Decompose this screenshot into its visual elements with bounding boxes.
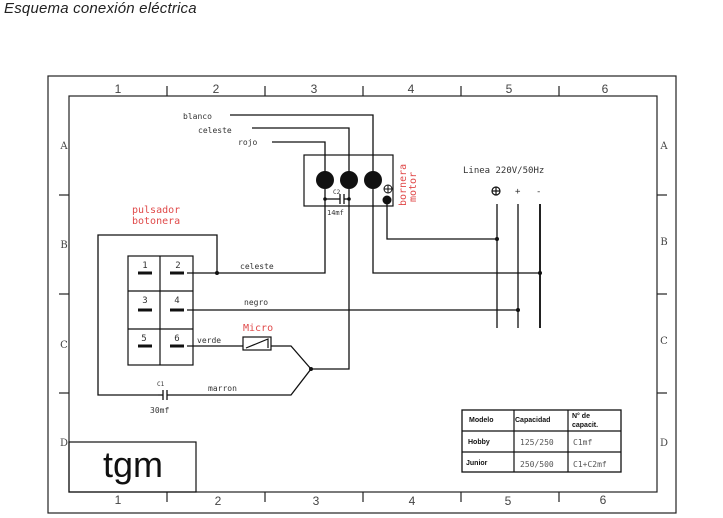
row-label-left-C: C — [60, 340, 68, 351]
terminal-2: 2 — [175, 261, 180, 271]
c2-value: 14mf — [327, 209, 344, 217]
pulsador-label-2: botonera — [132, 216, 180, 227]
col-label-bottom-5: 5 — [505, 494, 512, 508]
micro-switch-icon — [242, 336, 272, 351]
left-row-ticks — [59, 194, 69, 394]
junction-dot — [309, 367, 313, 371]
linea-label: Linea 220V/50Hz — [463, 166, 544, 176]
terminal-icon — [364, 171, 382, 189]
terminal-icon — [316, 171, 334, 189]
row-label-right-D: D — [660, 438, 668, 449]
bornera-ground-icon — [383, 184, 393, 194]
terminal-5: 5 — [141, 334, 146, 344]
linea-ground-icon — [491, 186, 501, 196]
col-label-bottom-1: 1 — [115, 493, 122, 507]
wire-label-celeste-top: celeste — [198, 126, 232, 135]
wire-loop-outer — [97, 234, 218, 396]
terminal-1: 1 — [142, 261, 147, 271]
wire-to-junction — [311, 189, 350, 370]
row-label-left-A: A — [59, 141, 68, 152]
table-header-modelo: Modelo — [469, 417, 494, 424]
botonera-block — [127, 255, 194, 366]
wire-blanco — [230, 114, 374, 180]
wire-label-celeste: celeste — [240, 262, 274, 271]
col-label-bottom-2: 2 — [215, 494, 222, 508]
wire-micro-marron — [228, 345, 312, 396]
terminal-icon — [340, 171, 358, 189]
wire-label-marron: marron — [208, 384, 237, 393]
bornera-label-1: bornera — [398, 164, 409, 206]
wire-rojo — [272, 141, 326, 180]
wire-celeste-top — [252, 127, 350, 180]
col-label-top-2: 2 — [213, 82, 220, 96]
right-row-ticks — [657, 194, 667, 394]
col-label-bottom-6: 6 — [600, 493, 607, 507]
bornera-terminals — [316, 171, 392, 205]
col-label-bottom-4: 4 — [409, 494, 416, 508]
terminal-4: 4 — [174, 296, 179, 306]
table-cell-capacidad: 250/500 — [520, 460, 554, 469]
row-label-right-B: B — [660, 237, 667, 248]
wire-ground — [386, 200, 497, 240]
wire-label-verde: verde — [197, 336, 221, 345]
wire-label-rojo: rojo — [238, 138, 257, 147]
row-label-right-A: A — [659, 141, 668, 152]
row-label-right-C: C — [660, 336, 668, 347]
model-table — [461, 409, 622, 473]
table-header-capacidad: Capacidad — [515, 417, 550, 424]
wire-label-blanco: blanco — [183, 112, 212, 121]
wire-blanco-down — [372, 189, 540, 274]
page-title: Esquema conexión eléctrica — [4, 0, 197, 17]
col-label-top-4: 4 — [408, 82, 415, 96]
col-label-top-3: 3 — [311, 82, 318, 96]
col-label-top-6: 6 — [602, 82, 609, 96]
table-cell-modelo: Hobby — [468, 439, 490, 446]
linea-plus: + — [515, 187, 521, 197]
wire-label-negro: negro — [244, 298, 268, 307]
table-cell-capacidad: 125/250 — [520, 438, 554, 447]
micro-label: Micro — [243, 323, 273, 334]
table-cell-capacitores: C1+C2mf — [573, 460, 607, 469]
col-label-bottom-3: 3 — [313, 494, 320, 508]
logo-box — [68, 441, 197, 493]
wire-celeste — [217, 189, 326, 274]
table-cell-modelo: Junior — [466, 460, 488, 467]
linea-minus: - — [536, 187, 541, 197]
table-header-ncap-2: capacit. — [572, 422, 598, 429]
logo: tgm — [103, 444, 163, 485]
c1-label: C1 — [157, 381, 165, 388]
pulsador-label-1: pulsador — [132, 205, 180, 216]
terminal-3: 3 — [142, 296, 147, 306]
row-label-left-D: D — [60, 438, 68, 449]
outer-frame — [47, 75, 677, 514]
c2-label: C2 — [333, 189, 341, 196]
table-cell-capacitores: C1mf — [573, 438, 592, 447]
junction-dot — [495, 237, 499, 241]
row-label-left-B: B — [60, 240, 67, 251]
bottom-column-ticks — [166, 492, 560, 502]
col-label-top-1: 1 — [115, 82, 122, 96]
terminal-6: 6 — [174, 334, 179, 344]
junction-dot — [538, 271, 542, 275]
table-header-ncap-1: N° de — [572, 412, 590, 420]
top-column-ticks — [166, 86, 560, 96]
col-label-top-5: 5 — [506, 82, 513, 96]
c1-value: 30mf — [150, 406, 169, 415]
bornera-label-2: motor — [408, 172, 419, 202]
capacitor-c1 — [158, 390, 228, 400]
